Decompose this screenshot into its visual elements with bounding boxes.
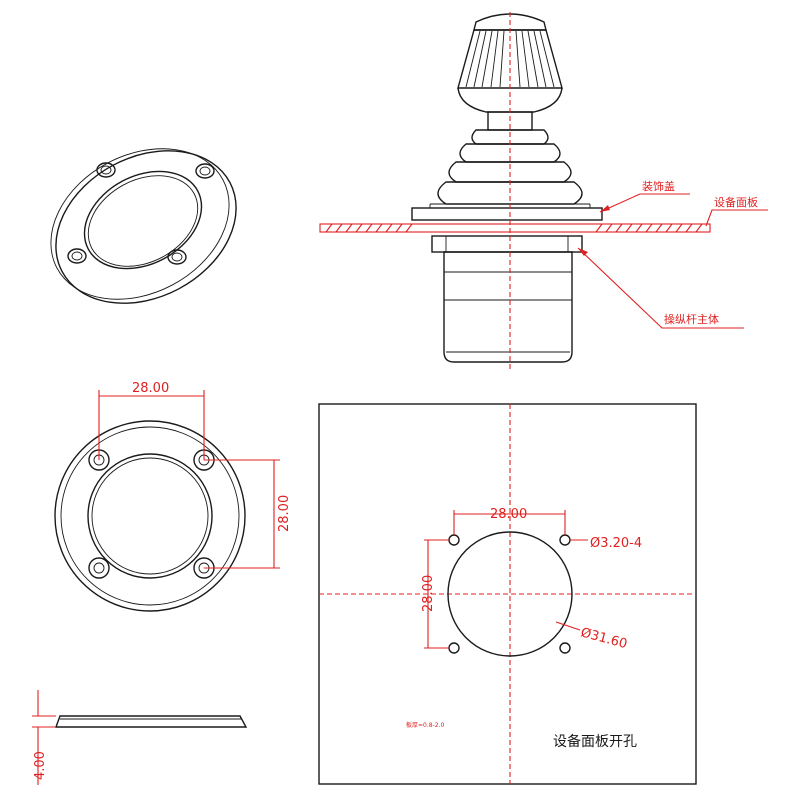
- flange-iso-mount-holes: [67, 162, 215, 265]
- equipment-panel-section: [319, 223, 711, 233]
- knob-knurling: [465, 30, 555, 88]
- callout-equipment-panel: 设备面板: [705, 195, 768, 227]
- flange-front-view: 28.00 28.00: [54, 381, 292, 612]
- panel-cutout-hole-spec: Ø3.20-4: [590, 536, 642, 551]
- panel-cutout-bore-callout: Ø31.60: [555, 621, 629, 652]
- flange-front-dim-vertical-text: 28.00: [277, 495, 292, 532]
- flange-front-dim-horizontal-text: 28.00: [132, 381, 169, 396]
- flange-isometric-view: [50, 148, 237, 304]
- callout-joystick-body-label: 操纵杆主体: [664, 312, 719, 326]
- callout-equipment-panel-label: 设备面板: [714, 195, 758, 209]
- flange-front-dim-vertical: 28.00: [204, 459, 292, 569]
- callout-decorative-cover: 装饰盖: [599, 179, 690, 213]
- panel-cutout-caption: 设备面板开孔: [553, 733, 637, 750]
- panel-cutout-dim-vertical-text: 28.00: [421, 575, 436, 612]
- callout-decorative-cover-label: 装饰盖: [642, 179, 675, 193]
- panel-cutout-dim-horizontal: 28.00: [453, 507, 566, 535]
- panel-cutout-dim-horizontal-text: 28.00: [490, 507, 527, 522]
- panel-cutout-dim-vertical: 28.00: [421, 539, 449, 649]
- flange-side-dim-thickness-text: 4.00: [33, 751, 48, 780]
- panel-thickness-note: 板厚=0.8-2.0: [406, 721, 444, 729]
- joystick-side-view: 装饰盖 设备面板 操纵杆主体: [319, 12, 768, 370]
- callout-joystick-body: 操纵杆主体: [577, 247, 744, 329]
- panel-cutout-hole-callout: Ø3.20-4: [570, 536, 642, 551]
- flange-side-dim-thickness: 4.00: [32, 690, 56, 785]
- flange-front-dim-horizontal: 28.00: [98, 381, 205, 460]
- panel-cutout-view: 28.00 28.00 Ø3.20-4 Ø31.60 板厚=0.8-2.0 设备…: [318, 403, 697, 785]
- flange-side-view: 4.00: [32, 690, 248, 785]
- panel-cutout-bore-spec: Ø31.60: [579, 625, 629, 652]
